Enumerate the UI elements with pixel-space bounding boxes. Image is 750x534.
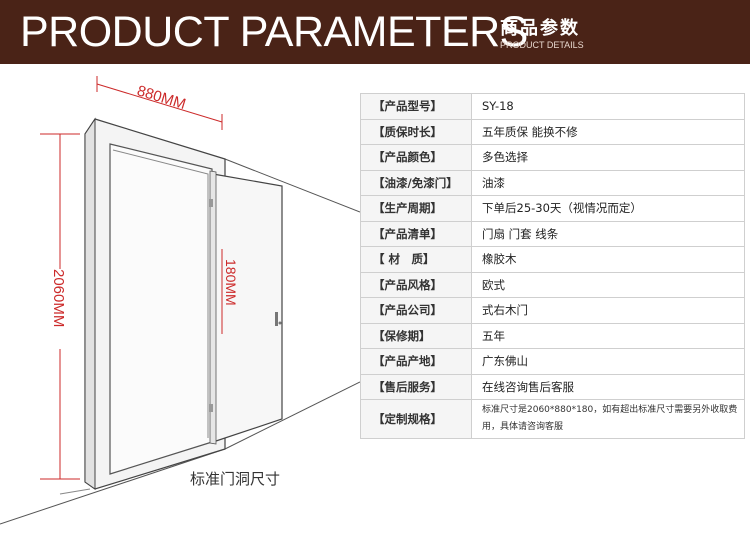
table-row: 【产品颜色】多色选择 xyxy=(360,144,745,171)
row-value: SY-18 xyxy=(471,93,745,120)
height-dimension-label: 2060MM xyxy=(50,269,67,327)
row-label: 【产品颜色】 xyxy=(360,144,472,171)
depth-dimension-label: 180MM xyxy=(223,259,239,306)
row-label: 【售后服务】 xyxy=(360,373,472,400)
row-value: 五年 xyxy=(471,322,745,349)
table-row: 【生产周期】下单后25-30天（视情况而定） xyxy=(360,195,745,222)
header-banner: PRODUCT PARAMETERS 商品参数 PRODUCT DETAILS xyxy=(0,0,750,64)
parameter-table: 【产品型号】SY-18 【质保时长】五年质保 能换不修 【产品颜色】多色选择 【… xyxy=(360,93,745,439)
row-value: 多色选择 xyxy=(471,144,745,171)
table-row: 【售后服务】在线咨询售后客服 xyxy=(360,373,745,400)
table-row: 【产品型号】SY-18 xyxy=(360,93,745,120)
row-label: 【产品风格】 xyxy=(360,271,472,298)
table-row: 【保修期】五年 xyxy=(360,322,745,349)
row-value: 标准尺寸是2060*880*180，如有超出标准尺寸需要另外收取费用，具体请咨询… xyxy=(471,399,745,439)
table-row: 【产品风格】欧式 xyxy=(360,271,745,298)
row-value: 在线咨询售后客服 xyxy=(471,373,745,400)
door-illustration: 880MM 2060MM 180MM xyxy=(0,64,360,534)
table-row: 【产品清单】门扇 门套 线条 xyxy=(360,220,745,247)
row-value: 门扇 门套 线条 xyxy=(471,220,745,247)
row-value: 广东佛山 xyxy=(471,348,745,375)
table-row: 【 材 质】橡胶木 xyxy=(360,246,745,273)
table-row: 【产品产地】广东佛山 xyxy=(360,348,745,375)
door-drawing: 880MM 2060MM 180MM xyxy=(0,76,360,525)
table-row: 【油漆/免漆门】油漆 xyxy=(360,169,745,196)
page-title: PRODUCT PARAMETERS xyxy=(20,8,528,56)
row-value: 欧式 xyxy=(471,271,745,298)
row-label: 【生产周期】 xyxy=(360,195,472,222)
cn-subtitle: PRODUCT DETAILS xyxy=(500,40,584,50)
row-label: 【 材 质】 xyxy=(360,246,472,273)
row-label: 【产品型号】 xyxy=(360,93,472,120)
row-value: 五年质保 能换不修 xyxy=(471,118,745,145)
width-dimension-label: 880MM xyxy=(135,82,188,113)
door-caption: 标准门洞尺寸 xyxy=(190,470,281,488)
row-label: 【产品产地】 xyxy=(360,348,472,375)
row-label: 【油漆/免漆门】 xyxy=(360,169,472,196)
row-label: 【质保时长】 xyxy=(360,118,472,145)
row-label: 【产品清单】 xyxy=(360,220,472,247)
row-value: 橡胶木 xyxy=(471,246,745,273)
row-label: 【产品公司】 xyxy=(360,297,472,324)
row-value: 油漆 xyxy=(471,169,745,196)
row-value: 式右木门 xyxy=(471,297,745,324)
row-value: 下单后25-30天（视情况而定） xyxy=(471,195,745,222)
table-row: 【定制规格】标准尺寸是2060*880*180，如有超出标准尺寸需要另外收取费用… xyxy=(360,399,745,439)
row-label: 【保修期】 xyxy=(360,322,472,349)
table-row: 【产品公司】式右木门 xyxy=(360,297,745,324)
row-label: 【定制规格】 xyxy=(360,399,472,439)
cn-title: 商品参数 xyxy=(500,18,580,39)
table-row: 【质保时长】五年质保 能换不修 xyxy=(360,118,745,145)
